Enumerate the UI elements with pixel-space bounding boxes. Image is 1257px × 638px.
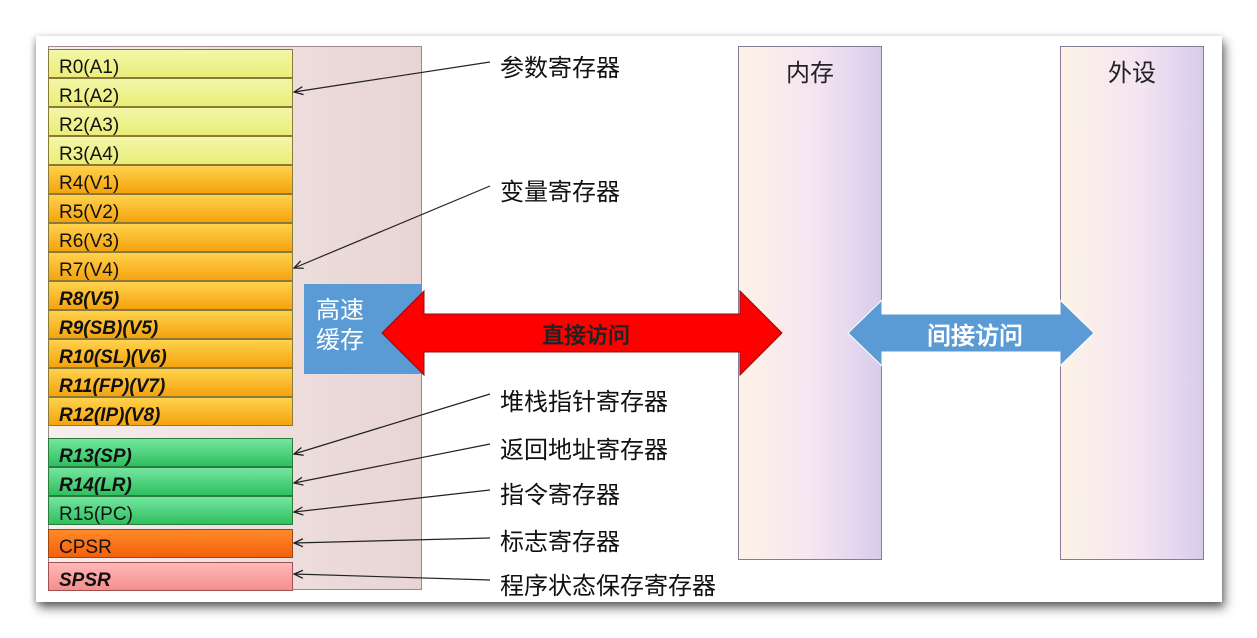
register-r9-sb-v5: R9(SB)(V5) xyxy=(48,310,293,339)
saved-status-label: 程序状态保存寄存器 xyxy=(500,573,716,600)
memory-label: 内存 xyxy=(786,59,834,87)
register-spsr: SPSR xyxy=(48,562,293,591)
peripheral-label: 外设 xyxy=(1108,59,1156,87)
register-r4-v1: R4(V1) xyxy=(48,165,293,194)
register-r10-sl-v6: R10(SL)(V6) xyxy=(48,339,293,368)
param-register-label: 参数寄存器 xyxy=(500,55,620,82)
register-r8-v5: R8(V5) xyxy=(48,281,293,310)
peripheral-column: 外设 xyxy=(1060,46,1204,560)
register-cpsr: CPSR xyxy=(48,529,293,558)
register-r7-v4: R7(V4) xyxy=(48,252,293,281)
register-r0-a1: R0(A1) xyxy=(48,49,293,78)
stack-pointer-label: 堆栈指针寄存器 xyxy=(500,389,668,416)
pointer-flags xyxy=(294,537,491,543)
pointer-instruction xyxy=(294,489,491,512)
register-r13-sp: R13(SP) xyxy=(48,438,293,467)
pointer-variable xyxy=(294,185,491,268)
indirect-access-arrow xyxy=(847,298,1095,368)
register-r3-a4: R3(A4) xyxy=(48,136,293,165)
cache-label-line2: 缓存 xyxy=(316,327,364,354)
register-r15-pc: R15(PC) xyxy=(48,496,293,525)
variable-register-label: 变量寄存器 xyxy=(500,179,620,206)
pointer-return xyxy=(294,443,491,483)
memory-column: 内存 xyxy=(738,46,882,560)
register-r5-v2: R5(V2) xyxy=(48,194,293,223)
register-r11-fp-v7: R11(FP)(V7) xyxy=(48,368,293,397)
pointer-param xyxy=(294,61,491,92)
cache-label-line1: 高速 xyxy=(316,297,364,324)
register-r1-a2: R1(A2) xyxy=(48,78,293,107)
flags-register-label: 标志寄存器 xyxy=(500,529,620,556)
register-r2-a3: R2(A3) xyxy=(48,107,293,136)
instruction-register-label: 指令寄存器 xyxy=(500,482,620,509)
direct-access-label: 直接访问 xyxy=(541,323,630,349)
return-address-label: 返回地址寄存器 xyxy=(500,437,668,464)
pointer-stack xyxy=(294,393,491,454)
cache-box: 高速 缓存 xyxy=(304,284,422,374)
indirect-access-label: 间接访问 xyxy=(927,323,1023,350)
register-r12-ip-v8: R12(IP)(V8) xyxy=(48,397,293,426)
direct-access-arrow xyxy=(381,289,783,377)
register-r6-v3: R6(V3) xyxy=(48,223,293,252)
pointer-saved xyxy=(294,574,491,581)
